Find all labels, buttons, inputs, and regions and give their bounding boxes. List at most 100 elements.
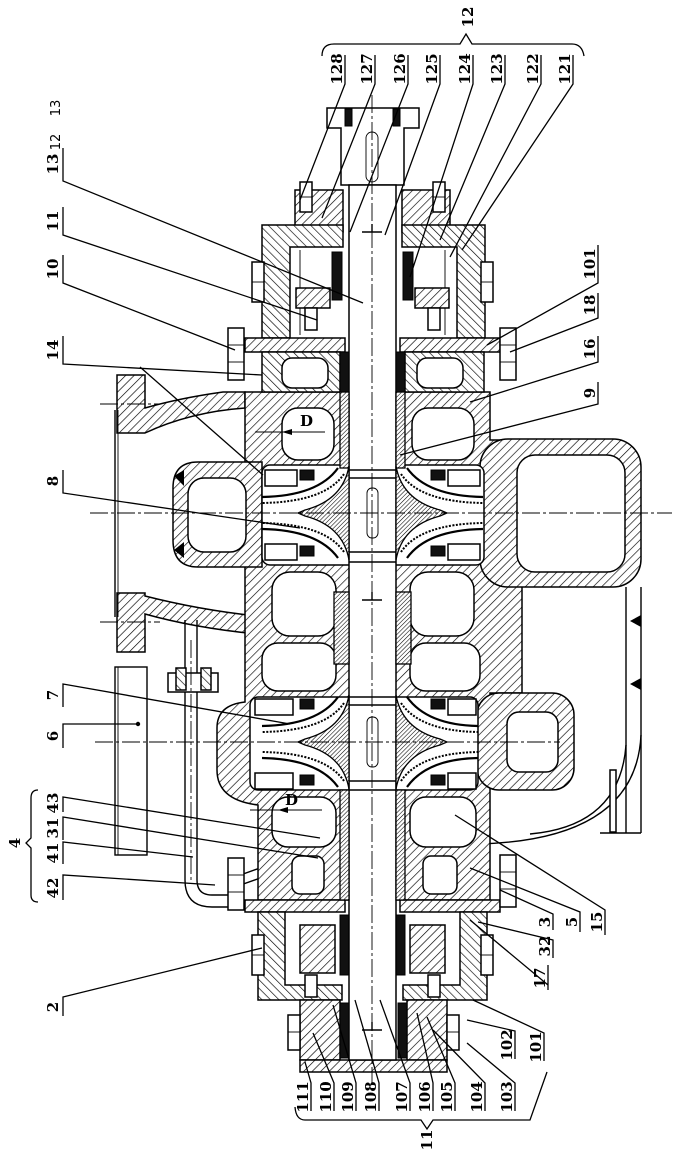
bolt <box>480 261 494 303</box>
part-label: 9 <box>581 388 599 398</box>
part-label: 16 <box>581 339 599 360</box>
section-mark-lower: D <box>250 791 322 813</box>
leader-line <box>312 1032 335 1111</box>
return-pipe <box>477 587 642 845</box>
leader-line <box>472 999 545 1061</box>
bolt <box>499 327 517 381</box>
part-label: 101 <box>581 248 599 279</box>
wear-ring <box>299 545 315 557</box>
upper-bearing-housing <box>244 189 501 393</box>
wear-ring <box>430 698 446 710</box>
shaft <box>339 184 408 1061</box>
leader-line <box>62 207 318 321</box>
leader-line <box>486 245 599 346</box>
left-labels: 13 12 13 11 10 14 8 7 6 4 43 31 41 42 2 <box>6 100 364 1016</box>
part-label: 6 <box>44 731 62 741</box>
part-label: 111 <box>294 1081 312 1112</box>
bolt <box>287 1014 301 1051</box>
leader-line <box>332 1004 357 1111</box>
part-label: 32 <box>536 936 554 957</box>
part-label: 8 <box>44 476 62 486</box>
leader-line <box>409 55 474 278</box>
bolt <box>227 857 245 911</box>
leader-dot <box>135 721 141 727</box>
leader-line <box>466 1042 516 1111</box>
leader-line <box>384 55 441 236</box>
part-label: 107 <box>393 1081 411 1112</box>
leader-line <box>62 796 321 839</box>
leader-line <box>439 55 506 241</box>
label-group-12: 12 128 127 126 125 124 123 122 121 <box>299 7 585 278</box>
leader-line <box>477 921 554 958</box>
part-label: 125 <box>423 53 441 84</box>
part-label: 11 <box>44 211 62 232</box>
part-label: 124 <box>456 53 474 84</box>
part-label: 13 <box>44 154 62 175</box>
bolt <box>299 181 313 213</box>
bolt <box>251 261 265 303</box>
part-label: 41 <box>44 843 62 864</box>
label-group-11: 111 110 109 108 107 106 105 104 103 102 … <box>294 999 548 1151</box>
part-label: 105 <box>438 1081 456 1112</box>
part-label: 31 <box>44 818 62 839</box>
part-label: 15 <box>588 912 606 933</box>
leader-line <box>62 683 291 725</box>
part-label: 122 <box>524 53 542 84</box>
flow-arrow-marker <box>630 678 641 690</box>
bolt <box>304 974 318 998</box>
leader-line <box>499 889 554 930</box>
wear-ring <box>299 774 315 786</box>
leader-line <box>62 947 263 1016</box>
part-label: 42 <box>44 878 62 899</box>
leader-line <box>399 382 599 456</box>
leader-line <box>299 55 346 201</box>
part-label: 5 <box>563 917 581 927</box>
part-label: 103 <box>498 1081 516 1112</box>
bolt <box>480 934 494 976</box>
leader-line <box>461 55 574 251</box>
bolt <box>427 974 441 998</box>
leader-line <box>354 999 380 1111</box>
leader-line <box>304 1061 312 1111</box>
wear-ring <box>430 774 446 786</box>
leader-line <box>466 1019 516 1059</box>
part-label: 126 <box>391 53 409 84</box>
section-label: D <box>300 412 313 430</box>
part-label: 121 <box>556 53 574 84</box>
leader-line <box>449 55 542 258</box>
bolt <box>251 934 265 976</box>
leader-line <box>62 723 138 748</box>
group-label: 12 <box>459 7 477 28</box>
leader-line <box>349 55 409 233</box>
leader-line <box>454 814 606 935</box>
bolt <box>446 1014 460 1051</box>
part-label: 110 <box>317 1081 335 1112</box>
bolt <box>432 181 446 213</box>
part-label: 18 <box>581 295 599 316</box>
group-label: 11 <box>418 1130 436 1151</box>
part-label: 123 <box>488 53 506 84</box>
stray-label: 12 <box>49 134 64 151</box>
part-label: 101 <box>527 1031 545 1062</box>
part-label: 2 <box>44 1002 62 1012</box>
bolt <box>427 307 441 331</box>
leader-line <box>416 1012 434 1111</box>
diffuser-blocks <box>254 469 481 790</box>
part-label: 128 <box>328 53 346 84</box>
wear-ring <box>299 698 315 710</box>
leader-line <box>139 366 264 476</box>
part-label: 43 <box>44 793 62 814</box>
group-brace <box>321 32 585 57</box>
bolts <box>227 181 517 1051</box>
section-label: D <box>285 791 298 809</box>
section-mark-upper: D <box>255 412 325 435</box>
part-label: 102 <box>498 1029 516 1060</box>
leader-line <box>469 919 549 990</box>
leader-line <box>62 336 263 376</box>
part-label: 14 <box>44 340 62 361</box>
leader-line <box>469 336 599 403</box>
bolt <box>499 854 517 908</box>
group-brace <box>294 1071 548 1131</box>
leader-line <box>379 999 411 1111</box>
